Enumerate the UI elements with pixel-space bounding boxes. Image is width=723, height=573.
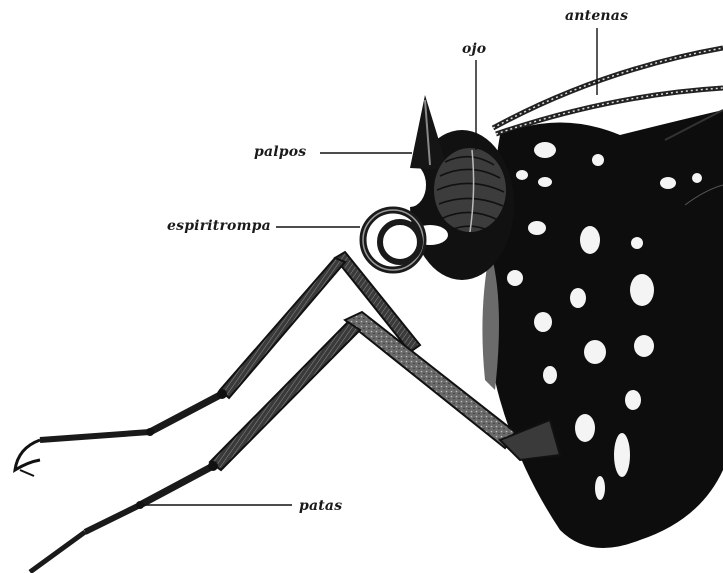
- antenna-upper: [493, 48, 723, 128]
- head: [363, 95, 514, 280]
- label-ojo: ojo: [462, 41, 486, 57]
- thorax: [482, 110, 723, 548]
- label-palpos: palpos: [254, 144, 306, 160]
- label-antenas: antenas: [565, 8, 628, 24]
- front-leg: [15, 252, 420, 476]
- label-espiritrompa: espiritrompa: [167, 218, 271, 234]
- hind-leg: [30, 312, 560, 572]
- legs: [15, 252, 560, 572]
- label-patas: patas: [299, 498, 342, 514]
